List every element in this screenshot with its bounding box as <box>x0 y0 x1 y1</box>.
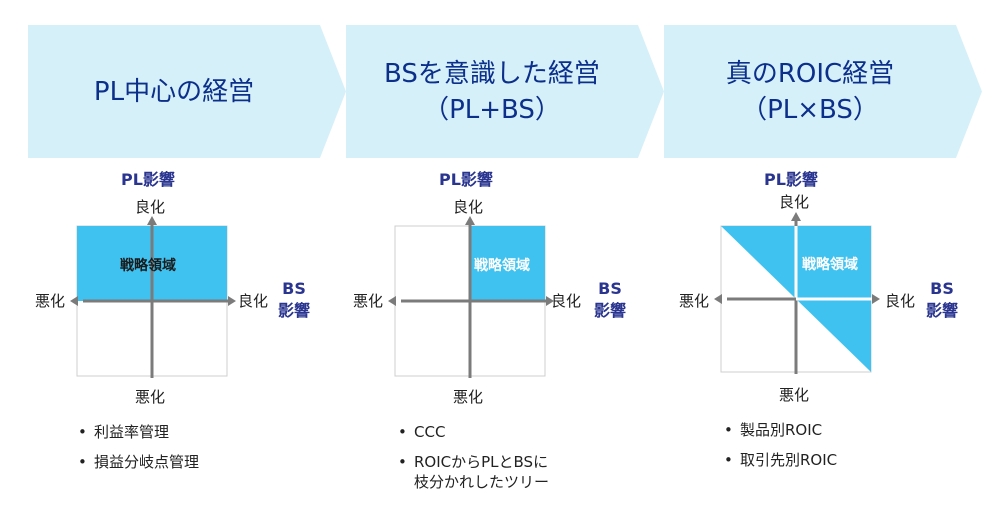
y-axis-top-label: 良化 <box>779 193 810 211</box>
bullet-list-3: 製品別ROIC 取引先別ROIC <box>724 420 837 480</box>
quadrant-chart-1 <box>70 216 236 378</box>
x-axis-title: BS 影響 <box>594 279 627 320</box>
list-item: 製品別ROIC <box>724 420 837 440</box>
x-axis-left-label: 悪化 <box>35 292 66 310</box>
y-axis-top-label: 良化 <box>135 198 166 216</box>
y-axis-bottom-label: 悪化 <box>135 388 166 406</box>
x-axis-right-label: 良化 <box>238 292 269 310</box>
y-axis-bottom-label: 悪化 <box>453 388 484 406</box>
x-axis-title: BS 影響 <box>278 279 311 320</box>
x-axis-title: BS 影響 <box>926 279 959 320</box>
list-item: ROICからPLとBSに 枝分かれしたツリー <box>398 452 549 492</box>
list-item: 取引先別ROIC <box>724 450 837 470</box>
y-axis-title: PL影響 <box>121 170 175 189</box>
strategy-region-label: 戦略領域 <box>802 257 858 273</box>
x-axis-right-label: 良化 <box>551 292 582 310</box>
quadrant-chart-3 <box>714 212 880 374</box>
list-item: CCC <box>398 422 549 442</box>
stage-1-title: PL中心の経営 <box>93 76 255 107</box>
bullet-list-1: 利益率管理 損益分岐点管理 <box>78 422 199 482</box>
list-item: 損益分岐点管理 <box>78 452 199 472</box>
stage-2-title: BSを意識した経営 （PL+BS） <box>384 58 600 125</box>
list-item: 利益率管理 <box>78 422 199 442</box>
x-axis-left-label: 悪化 <box>353 292 384 310</box>
stage-1-chevron <box>28 25 346 158</box>
y-axis-title: PL影響 <box>439 170 493 189</box>
bullet-list-2: CCC ROICからPLとBSに 枝分かれしたツリー <box>398 422 549 502</box>
stage-3-title: 真のROIC経営 （PL×BS） <box>725 58 895 125</box>
strategy-region-label: 戦略領域 <box>120 258 176 274</box>
x-axis-right-label: 良化 <box>885 292 916 310</box>
strategy-region <box>470 226 545 301</box>
strategy-region-label: 戦略領域 <box>474 258 530 274</box>
stage-2-chevron <box>346 25 664 158</box>
quadrant-chart-2 <box>388 216 554 378</box>
x-axis-left-label: 悪化 <box>679 292 710 310</box>
stage-3-chevron <box>664 25 982 158</box>
y-axis-bottom-label: 悪化 <box>779 386 810 404</box>
y-axis-title: PL影響 <box>764 170 818 189</box>
y-axis-top-label: 良化 <box>453 198 484 216</box>
